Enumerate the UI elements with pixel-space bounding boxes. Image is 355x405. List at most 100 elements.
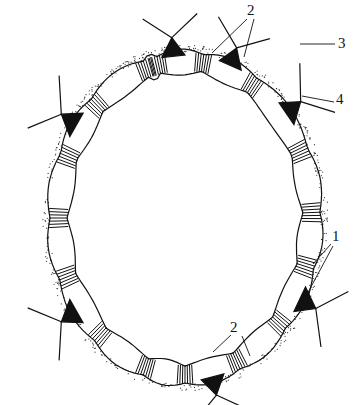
stipple-dot [257, 74, 258, 75]
stipple-dot [95, 348, 96, 349]
stipple-dot [281, 93, 282, 94]
stipple-dot [321, 224, 322, 225]
stipple-dot [46, 252, 47, 253]
stipple-dot [56, 147, 57, 148]
stipple-dot [255, 72, 256, 73]
junction-hatch [49, 223, 68, 225]
stipple-dot [297, 124, 298, 125]
stipple-dot [275, 343, 276, 344]
junction-hatch [49, 220, 68, 221]
stipple-dot [113, 71, 114, 72]
stipple-dot [45, 202, 46, 203]
stipple-dot [314, 153, 315, 154]
stipple-dot [322, 213, 323, 214]
stipple-dot [148, 52, 149, 53]
outer-cell-wall [300, 63, 335, 112]
stipple-dot [228, 380, 229, 381]
stipple-dot [194, 45, 195, 46]
junction-hatch [96, 329, 108, 343]
stipple-dot [179, 45, 180, 46]
stipple-dot [294, 316, 295, 317]
stipple-dot [45, 201, 46, 202]
stipple-dot [246, 66, 247, 67]
stipple-dot [276, 88, 277, 89]
junction-hatch [302, 212, 321, 214]
stipple-dot [327, 210, 328, 211]
callout-number: 2 [246, 3, 256, 18]
stipple-dot [317, 155, 318, 156]
callout-number: 4 [335, 92, 345, 107]
stipple-dot [97, 86, 98, 87]
stipple-dot [58, 144, 59, 145]
stipple-dot [57, 288, 58, 289]
stipple-dot [326, 219, 327, 220]
stipple-dot [209, 49, 210, 50]
stipple-dot [115, 72, 116, 73]
stipple-dot [128, 66, 129, 67]
dark-corner [279, 102, 301, 125]
stipple-dot [128, 373, 129, 374]
stipple-dot [287, 332, 288, 333]
stipple-dot [75, 111, 76, 112]
junction-hatch [199, 53, 201, 72]
stipple-dot [278, 89, 279, 90]
stipple-dot [290, 326, 291, 327]
junction-hatch [195, 53, 197, 72]
stipple-dot [264, 77, 265, 78]
junction-hatch [57, 268, 75, 274]
junction-hatch [146, 359, 152, 377]
dark-corner [61, 113, 83, 136]
stipple-dot [268, 81, 269, 82]
leader-line [244, 19, 254, 57]
stipple-dot [262, 354, 263, 355]
junction-hatch [201, 54, 204, 73]
stipple-dot [212, 49, 213, 50]
stipple-dot [319, 259, 320, 260]
stipple-dot [257, 71, 258, 72]
leader-line [300, 44, 335, 45]
stipple-dot [316, 175, 317, 176]
stipple-dot [280, 345, 281, 346]
stipple-dot [324, 233, 325, 234]
dark-corner [61, 300, 83, 323]
stipple-dot [266, 359, 267, 360]
junction-hatch [302, 218, 321, 219]
stipple-dot [310, 138, 311, 139]
stipple-dot [198, 386, 199, 387]
stipple-dot [159, 53, 160, 54]
stipple-dot [133, 56, 134, 57]
junction-hatch [192, 365, 193, 384]
stipple-dot [47, 218, 48, 219]
stipple-dot [322, 172, 323, 173]
stipple-dot [185, 51, 186, 52]
stipple-dot [90, 340, 91, 341]
stipple-dot [310, 137, 311, 138]
stipple-dot [144, 53, 145, 54]
stipple-dot [304, 127, 305, 128]
cell-walls [48, 49, 323, 385]
stipple-dot [305, 127, 306, 128]
stipple-dot [182, 390, 183, 391]
stipple-dot [307, 131, 308, 132]
stipple-dot [60, 133, 61, 134]
stipple-dot [323, 221, 324, 222]
stipple-dot [262, 75, 263, 76]
stipple-dot [139, 58, 140, 59]
stipple-dot [52, 161, 53, 162]
stipple-dot [120, 66, 121, 67]
stipple-dot [88, 339, 89, 340]
stipple-dot [188, 46, 189, 47]
stipple-dot [143, 57, 144, 58]
stipple-dot [98, 84, 99, 85]
stipple-dot [306, 135, 307, 136]
junction-hatch [63, 145, 80, 153]
stipple-dot [49, 167, 50, 168]
stipple-dot [313, 155, 314, 156]
stipple-dot [206, 49, 207, 50]
junction-hatch [253, 83, 264, 99]
junction-hatch [94, 94, 107, 108]
stipple-dot [190, 386, 191, 387]
junction-hatch [146, 59, 152, 77]
junction-hatch [59, 273, 77, 280]
stipple-dot [315, 153, 316, 154]
